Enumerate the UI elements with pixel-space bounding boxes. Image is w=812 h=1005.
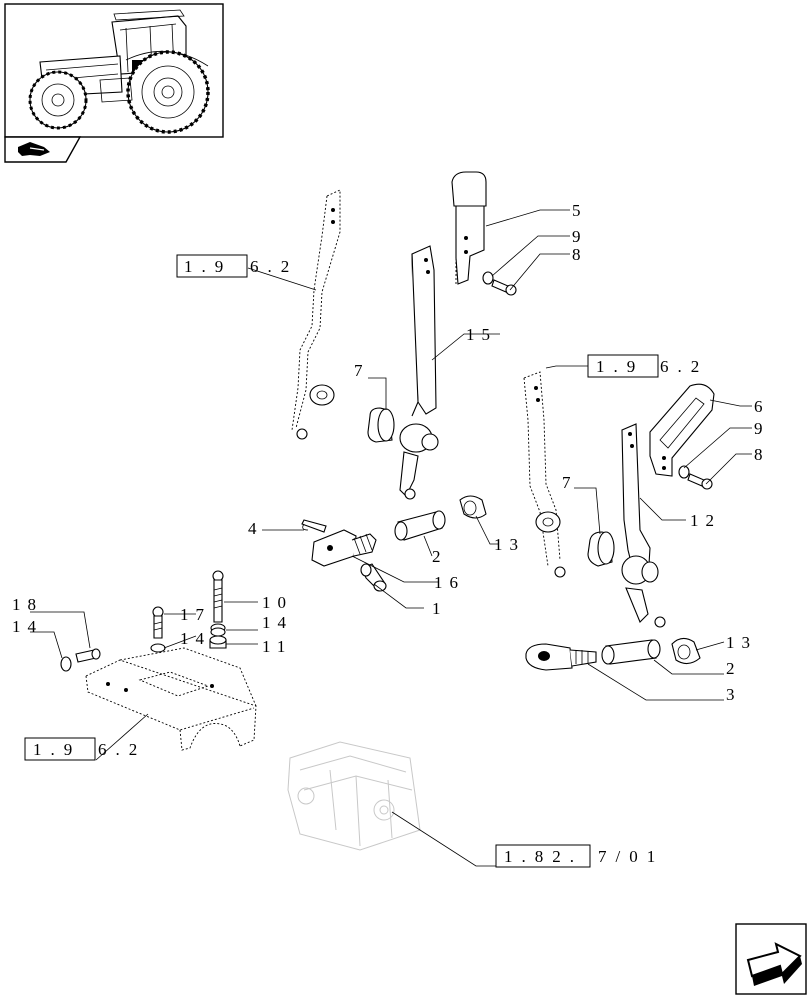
bolt-10 bbox=[212, 570, 224, 623]
handle-6 bbox=[649, 383, 715, 477]
lever-bracket-left bbox=[291, 189, 341, 440]
label-9a: 9 bbox=[572, 227, 588, 246]
clip-13a bbox=[459, 495, 487, 519]
label-5: 5 bbox=[572, 201, 588, 220]
washer-14b bbox=[150, 643, 166, 653]
leader-lines bbox=[30, 209, 752, 867]
lever-12 bbox=[621, 423, 666, 628]
label-2b: 2 bbox=[726, 659, 742, 678]
ref-box-2-tail: 6.2 bbox=[660, 357, 708, 376]
label-12: 12 bbox=[690, 511, 721, 530]
label-7a: 7 bbox=[354, 361, 370, 380]
sleeve-2b bbox=[601, 639, 661, 665]
label-11: 11 bbox=[262, 637, 292, 656]
bolt-18 bbox=[60, 648, 101, 672]
label-14c: 14 bbox=[12, 617, 43, 636]
ref-box-4[interactable]: 1.82. 7/01 bbox=[495, 844, 664, 868]
bushing-7b bbox=[587, 531, 615, 567]
label-17: 17 bbox=[180, 605, 211, 624]
label-15: 15 bbox=[466, 325, 497, 344]
label-18: 18 bbox=[12, 595, 43, 614]
label-4: 4 bbox=[248, 519, 264, 538]
ref-box-1-text: 1.9 bbox=[184, 257, 232, 276]
next-page-button[interactable] bbox=[735, 923, 807, 995]
label-1: 1 bbox=[432, 599, 448, 618]
clip-13b bbox=[671, 637, 701, 665]
hand-pointer-icon bbox=[18, 142, 50, 156]
bushing-7a bbox=[367, 407, 395, 443]
label-10: 10 bbox=[262, 593, 293, 612]
ref-box-3-tail: 6.2 bbox=[98, 740, 146, 759]
thumbnail-tab[interactable] bbox=[4, 136, 82, 163]
valve-block-ghost bbox=[287, 741, 421, 851]
label-3: 3 bbox=[726, 685, 742, 704]
screw-8a bbox=[491, 279, 517, 296]
ref-box-1-tail: 6.2 bbox=[250, 257, 298, 276]
lever-15 bbox=[399, 245, 439, 500]
lever-bracket-right bbox=[523, 371, 566, 578]
screw-8b bbox=[687, 473, 713, 490]
knob-5 bbox=[451, 171, 487, 285]
pin-1 bbox=[360, 563, 387, 592]
label-13a: 13 bbox=[494, 535, 525, 554]
label-2a: 2 bbox=[432, 547, 448, 566]
ref-box-4-tail: 7/01 bbox=[598, 847, 664, 866]
label-8b: 8 bbox=[754, 445, 770, 464]
washer-9a bbox=[482, 271, 494, 285]
ref-box-2[interactable]: 1.9 6.2 bbox=[587, 354, 708, 378]
ref-box-2-text: 1.9 bbox=[596, 357, 644, 376]
ref-box-3-text: 1.9 bbox=[33, 740, 81, 759]
label-7b: 7 bbox=[562, 473, 578, 492]
ref-box-4-text: 1.82. bbox=[504, 847, 583, 866]
tractor-overview-icon bbox=[28, 9, 210, 134]
clevis-3 bbox=[525, 643, 597, 671]
tractor-thumbnail[interactable] bbox=[4, 3, 224, 138]
part-labels: 5 9 8 15 7 6 9 8 7 12 4 13 2 16 1 10 17 … bbox=[12, 201, 770, 704]
label-16: 16 bbox=[434, 573, 465, 592]
ref-box-3[interactable]: 1.9 6.2 bbox=[24, 737, 146, 761]
ref-box-1[interactable]: 1.9 6.2 bbox=[176, 254, 298, 278]
cotter-pin-4 bbox=[301, 519, 327, 533]
washer-14a bbox=[210, 623, 226, 637]
label-9b: 9 bbox=[754, 419, 770, 438]
bolt-17 bbox=[152, 606, 164, 639]
washer-9b bbox=[678, 465, 690, 479]
sleeve-2a bbox=[394, 510, 446, 541]
label-13b: 13 bbox=[726, 633, 757, 652]
label-14a: 14 bbox=[262, 613, 293, 632]
label-6: 6 bbox=[754, 397, 770, 416]
nut-11 bbox=[209, 635, 227, 649]
mounting-plate bbox=[85, 647, 257, 751]
clevis-16 bbox=[311, 529, 377, 567]
label-8a: 8 bbox=[572, 245, 588, 264]
label-14b: 14 bbox=[180, 629, 211, 648]
next-page-arrow-icon bbox=[746, 942, 802, 986]
